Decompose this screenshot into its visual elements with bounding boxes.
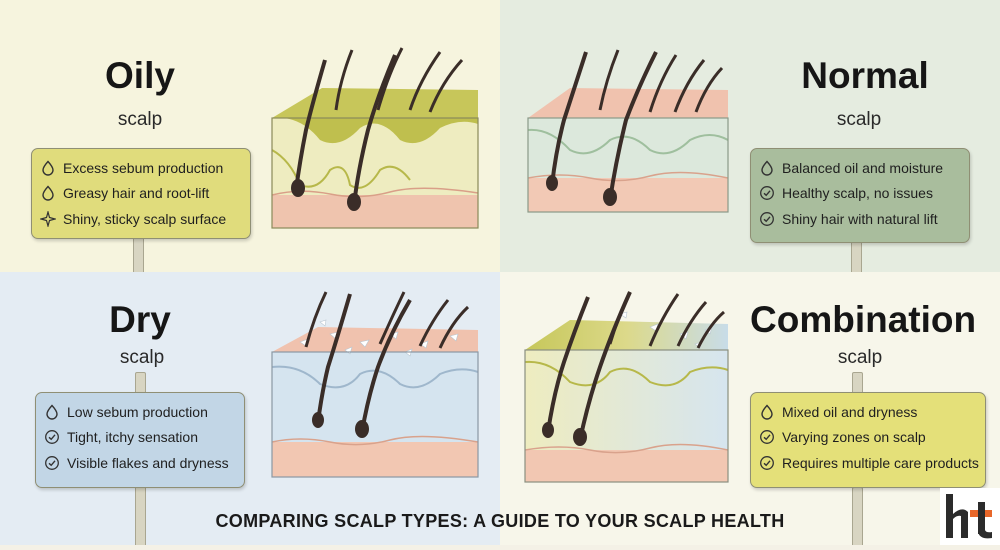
- dry-panel: Dry scalp Low sebum production Tight, it…: [0, 272, 500, 545]
- dry-subtitle: scalp: [119, 347, 165, 368]
- dry-item: Tight, itchy sensation: [44, 425, 244, 451]
- dry-item-text: Low sebum production: [67, 403, 208, 420]
- normal-item-text: Balanced oil and moisture: [782, 159, 944, 176]
- brand-logo: [940, 488, 1000, 545]
- oily-item-text: Shiny, sticky scalp surface: [63, 210, 227, 227]
- dry-item: Visible flakes and dryness: [44, 450, 244, 476]
- droplet-icon: [44, 404, 60, 420]
- combination-panel: Combination scalp Mixed oil and dryness …: [500, 272, 1000, 545]
- droplet-icon: [40, 185, 56, 201]
- check-circle-icon: [759, 185, 775, 201]
- oily-item-text: Excess sebum production: [63, 159, 224, 176]
- dry-item: Low sebum production: [44, 399, 244, 425]
- oily-item: Excess sebum production: [40, 155, 250, 181]
- dry-info-sign: Low sebum production Tight, itchy sensat…: [35, 392, 245, 488]
- normal-item-text: Healthy scalp, no issues: [782, 185, 933, 202]
- normal-skin-block: [527, 49, 729, 213]
- combination-skin-block: [524, 291, 729, 483]
- footer-title: COMPARING SCALP TYPES: A GUIDE TO YOUR S…: [215, 511, 785, 531]
- combination-info-sign: Mixed oil and dryness Varying zones on s…: [750, 392, 986, 488]
- oily-skin-block: [271, 47, 479, 229]
- droplet-icon: [759, 160, 775, 176]
- dry-skin-block: [271, 291, 479, 478]
- normal-subtitle: scalp: [836, 109, 882, 130]
- normal-title: Normal: [801, 55, 929, 96]
- check-circle-icon: [44, 455, 60, 471]
- normal-item: Healthy scalp, no issues: [759, 181, 969, 207]
- combination-item-text: Requires multiple care products: [782, 454, 979, 471]
- droplet-icon: [759, 404, 775, 420]
- combination-item: Mixed oil and dryness: [759, 399, 985, 425]
- combination-item: Varying zones on scalp: [759, 425, 985, 451]
- dry-item-text: Visible flakes and dryness: [67, 454, 229, 471]
- droplet-icon: [40, 160, 56, 176]
- check-circle-icon: [759, 211, 775, 227]
- oily-item: Greasy hair and root-lift: [40, 181, 250, 207]
- check-circle-icon: [759, 429, 775, 445]
- dry-title: Dry: [109, 299, 171, 340]
- combination-title: Combination: [750, 299, 977, 340]
- normal-panel: Normal scalp Balanced oil and moisture H…: [500, 0, 1000, 272]
- combination-item: Requires multiple care products: [759, 450, 985, 476]
- sparkle-icon: [40, 210, 56, 227]
- check-circle-icon: [759, 455, 775, 471]
- dry-item-text: Tight, itchy sensation: [67, 429, 198, 446]
- oily-subtitle: scalp: [117, 109, 163, 130]
- combination-subtitle: scalp: [837, 347, 883, 368]
- combination-item-text: Varying zones on scalp: [782, 429, 926, 446]
- oily-info-sign: Excess sebum production Greasy hair and …: [31, 148, 251, 239]
- normal-item: Balanced oil and moisture: [759, 155, 969, 181]
- normal-item: Shiny hair with natural lift: [759, 206, 969, 232]
- combination-item-text: Mixed oil and dryness: [782, 403, 918, 420]
- oily-title: Oily: [105, 55, 175, 96]
- oily-item: Shiny, sticky scalp surface: [40, 206, 250, 232]
- oily-panel: Oily scalp Excess sebum production Greas…: [0, 0, 500, 272]
- logo-mark-icon: [946, 494, 992, 539]
- normal-info-sign: Balanced oil and moisture Healthy scalp,…: [750, 148, 970, 243]
- oily-item-text: Greasy hair and root-lift: [63, 185, 210, 202]
- normal-item-text: Shiny hair with natural lift: [782, 210, 938, 227]
- check-circle-icon: [44, 429, 60, 445]
